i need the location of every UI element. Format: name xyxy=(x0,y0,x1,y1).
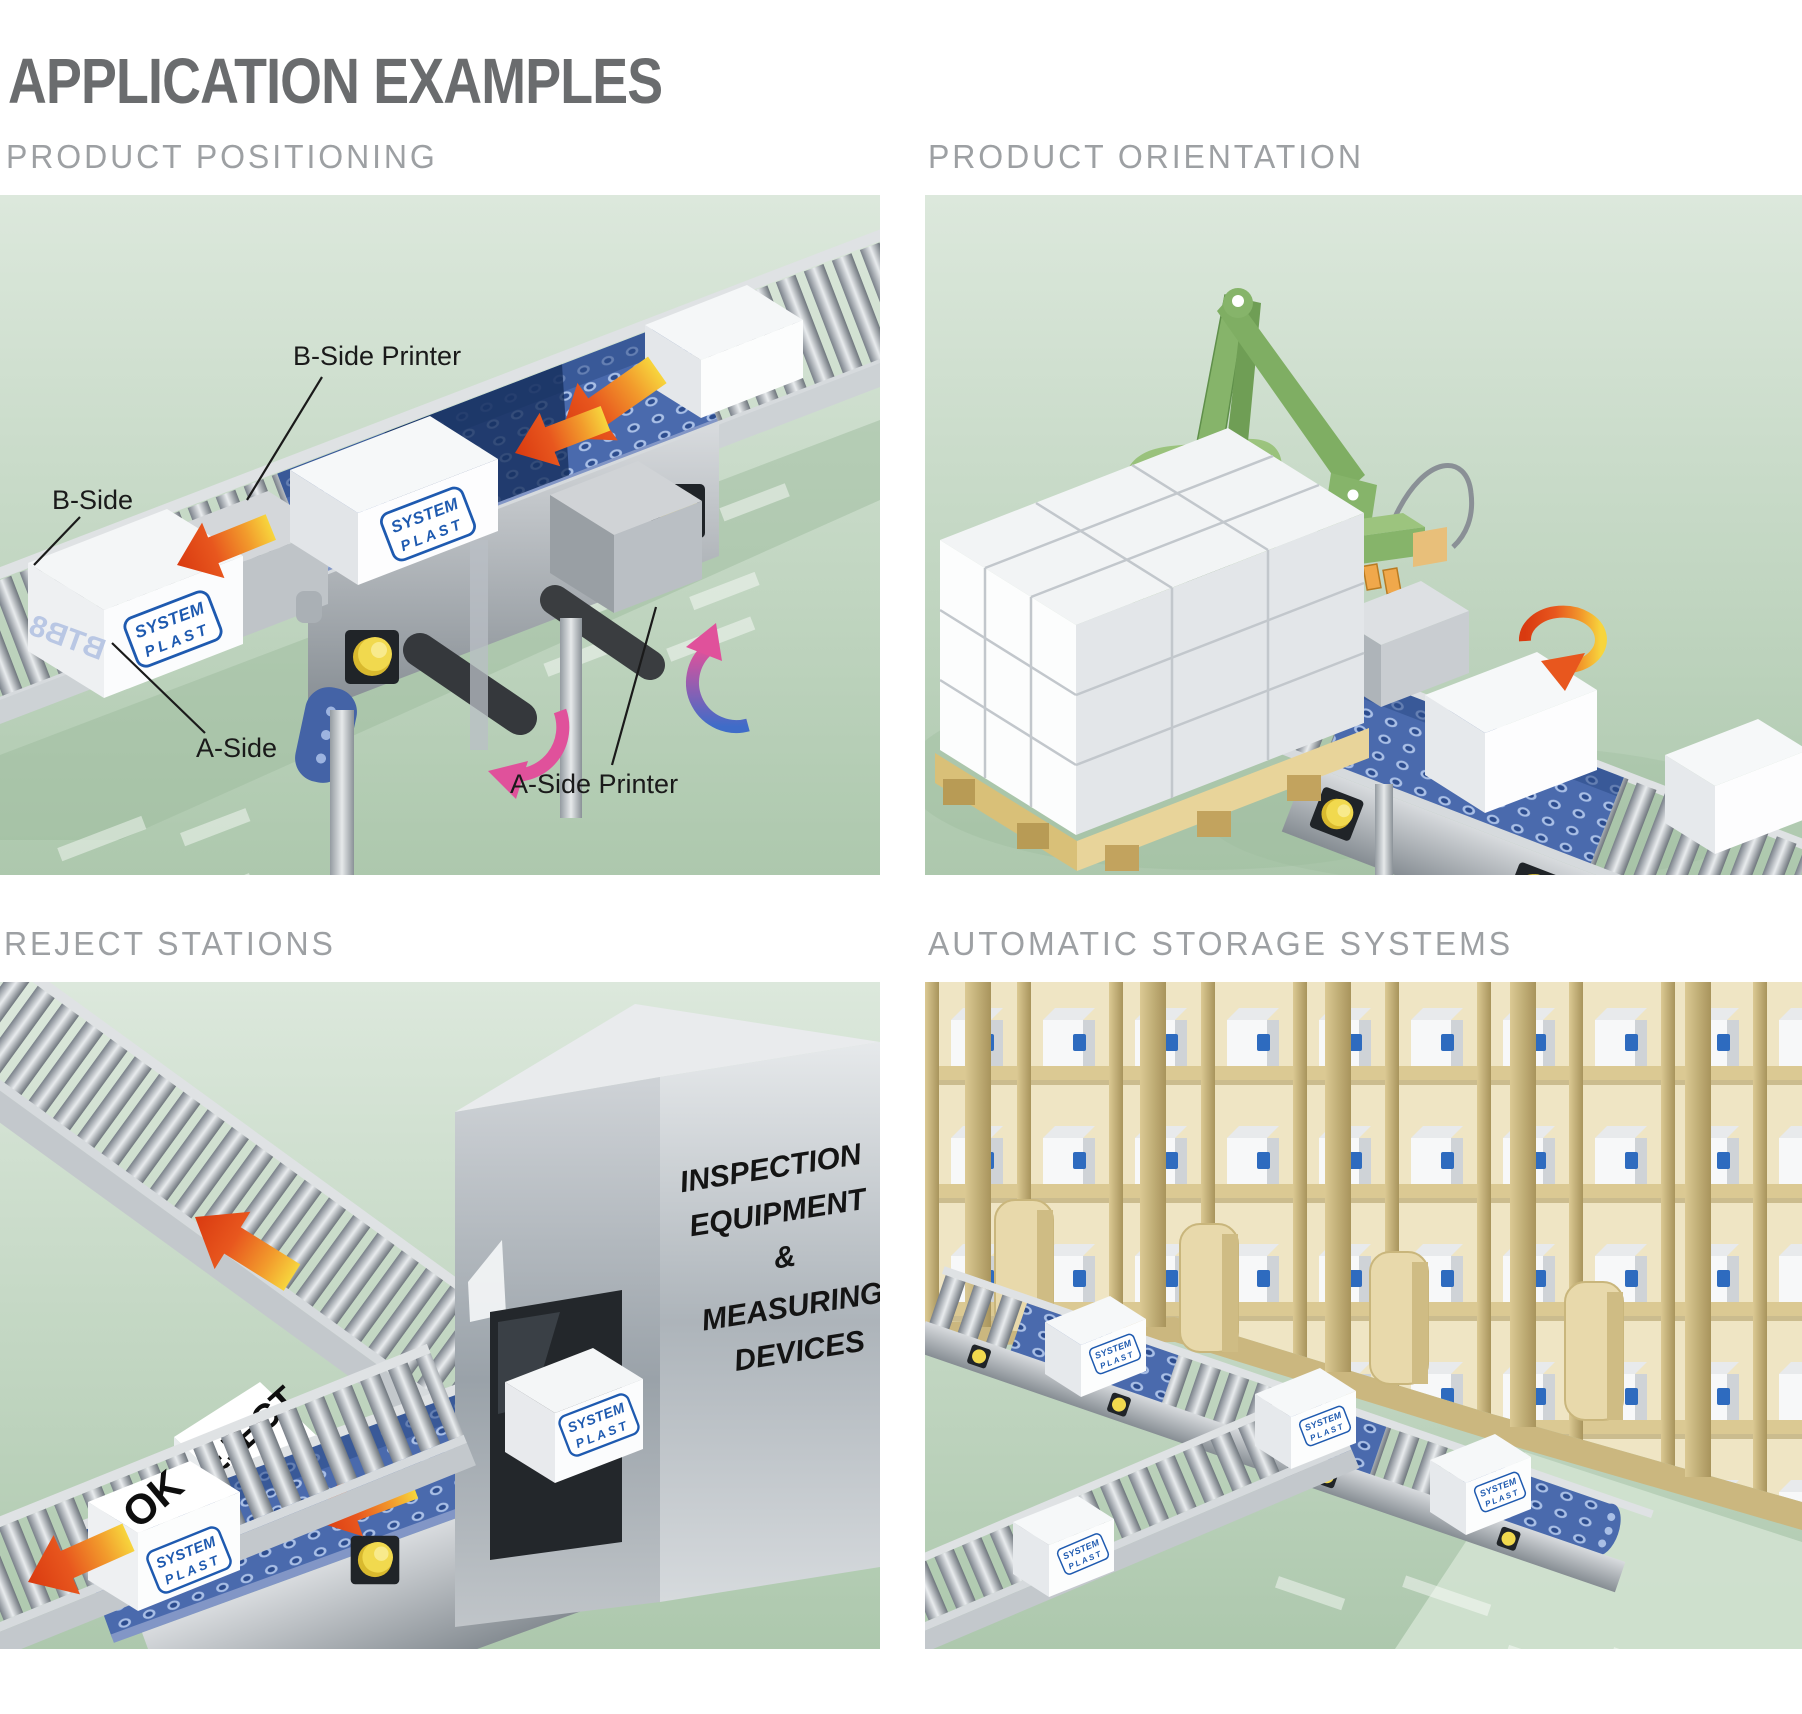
incoming-product-box xyxy=(645,285,803,418)
gripper-block xyxy=(1413,527,1447,567)
indicator-light xyxy=(345,630,399,684)
flip-arrow-gradient-icon xyxy=(685,623,750,734)
stack-right xyxy=(1076,513,1364,835)
inspection-tower: INSPECTION EQUIPMENT & MEASURING DEVICES xyxy=(455,1004,880,1627)
leader-line xyxy=(246,376,323,501)
conveyor-box xyxy=(1255,1368,1356,1469)
rotate-arrow-icon xyxy=(1518,605,1607,691)
outfeed-box xyxy=(1665,719,1802,854)
pallet xyxy=(935,728,1369,871)
panel-automatic-storage xyxy=(925,982,1802,1649)
conveyor-leg-far xyxy=(470,540,488,750)
tower-line: & xyxy=(771,1240,798,1276)
leader-line xyxy=(33,516,81,566)
robot-forearm xyxy=(1217,293,1365,493)
stack-top xyxy=(940,428,1364,625)
conveyor-box xyxy=(1013,1496,1114,1597)
robot-cable xyxy=(1392,463,1475,549)
printer-nozzle xyxy=(296,591,322,623)
storage-outfeed-conveyor xyxy=(925,1383,1360,1649)
roller-section xyxy=(1589,777,1802,875)
tower-right-face xyxy=(660,1042,880,1602)
conveyor-frame-body xyxy=(1281,764,1607,875)
product-box-on-belt xyxy=(290,416,498,585)
label-a-side: A-Side xyxy=(196,733,277,763)
label-a-side-printer: A-Side Printer xyxy=(510,769,678,799)
heading-product-orientation: PRODUCT ORIENTATION xyxy=(928,138,1364,175)
leader-line xyxy=(610,606,658,766)
conveyor-box xyxy=(1430,1434,1531,1535)
heading-reject-stations: REJECT STATIONS xyxy=(4,925,336,962)
pallet-stack xyxy=(935,428,1369,871)
conveyor-leg xyxy=(560,618,582,818)
indicator-light xyxy=(350,1535,400,1585)
pivot-dot xyxy=(1232,295,1244,307)
stack-left xyxy=(940,540,1076,835)
label-b-side-printer: B-Side Printer xyxy=(293,341,461,371)
conveyor-leg xyxy=(1375,784,1393,875)
heading-product-positioning: PRODUCT POSITIONING xyxy=(6,138,438,175)
conveyor-leg xyxy=(330,710,354,875)
leader-line xyxy=(111,642,206,734)
label-b-side: B-Side xyxy=(52,485,133,515)
tower-glare xyxy=(468,1240,506,1322)
page-title: APPLICATION EXAMPLES xyxy=(8,45,663,117)
conveyor-box xyxy=(1045,1296,1146,1397)
inspected-box xyxy=(505,1348,643,1483)
rack-posts xyxy=(965,982,1711,1477)
panel-reject-stations: REJECT INSPECTION EQUIPMENT & MEASURING xyxy=(0,982,880,1649)
heading-automatic-storage: AUTOMATIC STORAGE SYSTEMS xyxy=(928,925,1514,962)
tower-top xyxy=(455,1004,880,1112)
a-side-printer-box xyxy=(550,461,702,613)
pivot-dot xyxy=(1347,489,1359,501)
panel-product-positioning: BTB8 B-Side Printer B-Side A-Side A-Side… xyxy=(0,195,880,875)
floor-stripes xyxy=(1275,1575,1681,1649)
belt-drum xyxy=(540,585,665,680)
flip-arrow-icon xyxy=(488,708,570,799)
stack-grid-lines xyxy=(939,454,1365,807)
b-side-product-box: BTB8 xyxy=(25,509,243,698)
panel-product-orientation xyxy=(925,195,1802,875)
